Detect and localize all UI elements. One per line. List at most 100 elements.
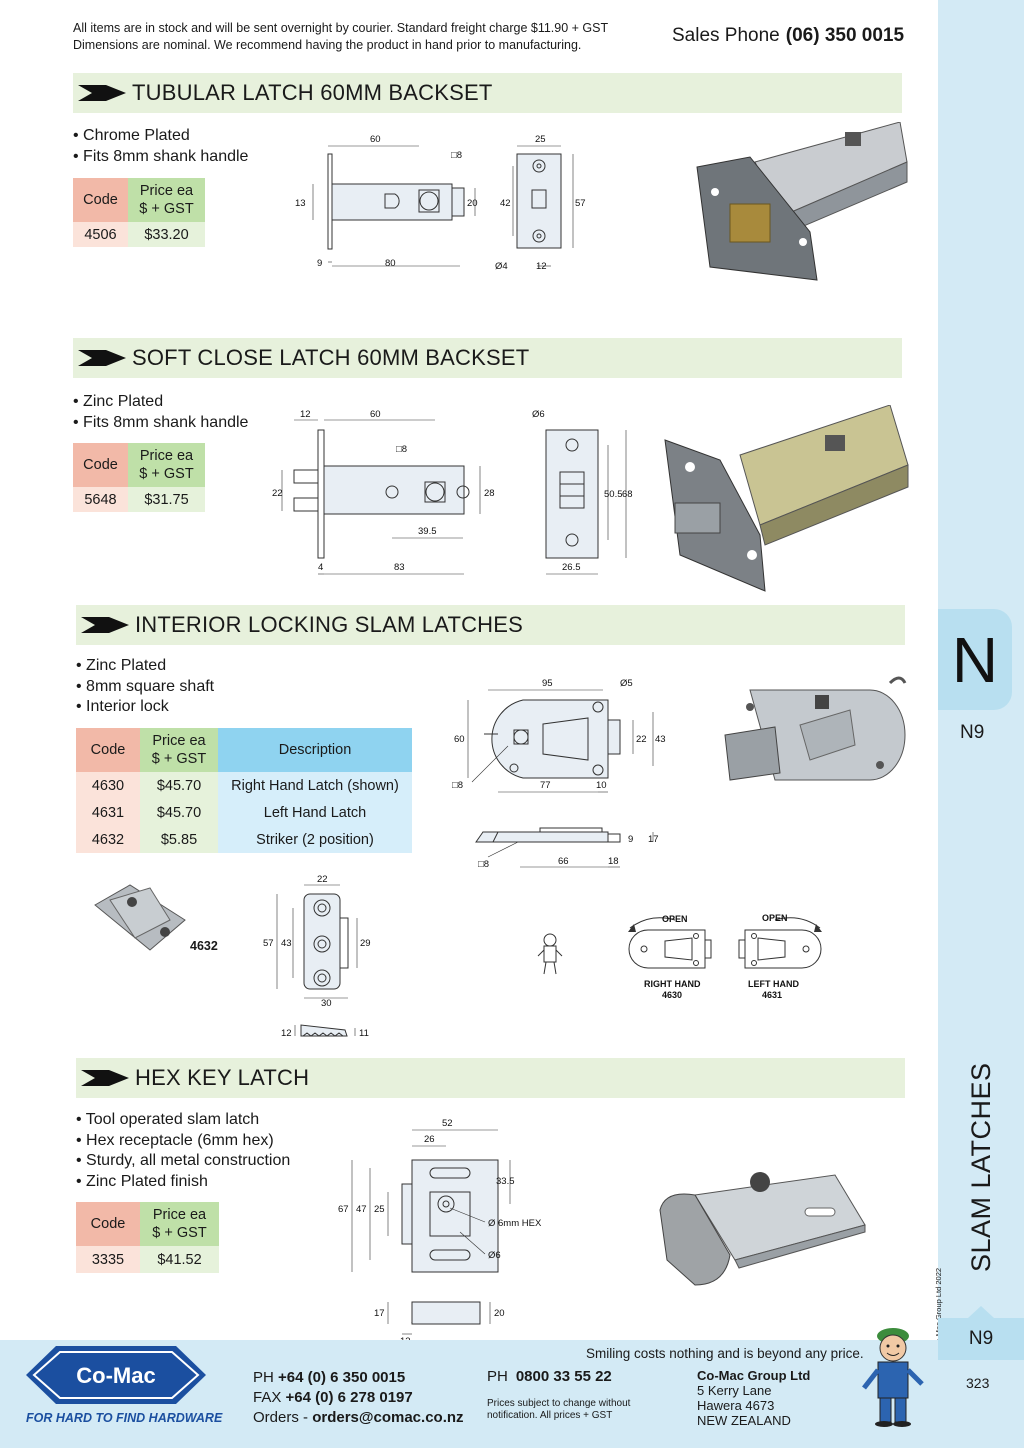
right-hand-label: RIGHT HAND bbox=[644, 979, 701, 989]
dim-label: 43 bbox=[281, 938, 292, 949]
code-header: Code bbox=[76, 728, 140, 772]
vertical-section-title: SLAM LATCHES bbox=[966, 1062, 996, 1272]
dim-label: 26.5 bbox=[562, 562, 581, 573]
striker-drawing: 22 57 43 29 30 12 11 bbox=[263, 874, 371, 1039]
dim-label: Ø5 bbox=[620, 678, 633, 689]
bullet-item: Sturdy, all metal construction bbox=[76, 1151, 290, 1172]
slogan: Smiling costs nothing and is beyond any … bbox=[586, 1346, 864, 1361]
comac-logo[interactable]: Co-Mac bbox=[24, 1342, 208, 1408]
price-cell: $5.85 bbox=[140, 826, 218, 853]
contact-block: PH +64 (0) 6 350 0015 FAX +64 (0) 6 278 … bbox=[253, 1368, 464, 1428]
table-row[interactable]: 3335 $41.52 bbox=[76, 1246, 219, 1273]
table-row[interactable]: 5648 $31.75 bbox=[73, 487, 205, 512]
section-heading-hex-key: HEX KEY LATCH bbox=[76, 1058, 905, 1098]
bullet-item: Fits 8mm shank handle bbox=[73, 413, 248, 434]
dim-label: 28 bbox=[484, 488, 495, 499]
price-header-line1: Price ea bbox=[152, 733, 206, 749]
mascot-small-icon bbox=[537, 933, 563, 975]
fax-label: FAX bbox=[253, 1389, 282, 1406]
bullet-item: Zinc Plated bbox=[73, 392, 248, 413]
dim-label: 13 bbox=[295, 198, 306, 209]
bullet-item: Zinc Plated finish bbox=[76, 1172, 290, 1193]
section-tab-code: N9 bbox=[960, 722, 985, 743]
code-cell: 4506 bbox=[73, 222, 128, 247]
code-header: Code bbox=[73, 443, 128, 487]
table-row[interactable]: 4632 $5.85 Striker (2 position) bbox=[76, 826, 412, 853]
section-tab-letter[interactable]: N bbox=[938, 609, 1012, 710]
code-cell: 3335 bbox=[76, 1246, 140, 1273]
code-header: Code bbox=[73, 178, 128, 222]
dim-label: 60 bbox=[370, 409, 381, 420]
dim-label: 25 bbox=[535, 134, 546, 145]
mascot-icon bbox=[862, 1328, 924, 1427]
dim-label: 12 bbox=[300, 409, 311, 420]
dim-label: 60 bbox=[454, 734, 465, 745]
tubular-latch-drawing: 60 □8 13 20 9 80 25 42 57 Ø4 12 bbox=[295, 134, 586, 272]
description-header: Description bbox=[218, 728, 412, 772]
hex-key-latch-photo bbox=[659, 1172, 866, 1286]
arrow-icon bbox=[78, 85, 126, 101]
price-header: Price ea$ + GST bbox=[128, 443, 205, 487]
dim-label: 18 bbox=[608, 856, 619, 867]
section-title: HEX KEY LATCH bbox=[135, 1065, 310, 1090]
dim-label: 12 bbox=[281, 1028, 292, 1039]
sales-number[interactable]: (06) 350 0015 bbox=[785, 25, 905, 46]
bullet-item: Interior lock bbox=[76, 697, 214, 718]
dim-label: 12 bbox=[536, 261, 547, 272]
bullet-item: Chrome Plated bbox=[73, 126, 248, 147]
striker-label: 4632 bbox=[190, 939, 218, 953]
open-label: OPEN bbox=[662, 914, 688, 924]
price-table: Code Price ea$ + GST 3335 $41.52 bbox=[76, 1202, 219, 1273]
arrow-icon bbox=[81, 1070, 129, 1086]
dim-label: 47 bbox=[356, 1204, 367, 1215]
soft-close-latch-photo bbox=[664, 405, 909, 592]
logo-tagline: FOR HARD TO FIND HARDWARE bbox=[26, 1411, 223, 1425]
price-cell: $45.70 bbox=[140, 772, 218, 799]
table-row[interactable]: 4506 $33.20 bbox=[73, 222, 205, 247]
code-cell: 4631 bbox=[76, 799, 140, 826]
address-line: Hawera 4673 bbox=[697, 1398, 775, 1413]
freephone-number[interactable]: 0800 33 55 22 bbox=[515, 1368, 612, 1385]
left-hand-code: 4631 bbox=[762, 990, 782, 1000]
address-block: Co-Mac Group Ltd 5 Kerry Lane Hawera 467… bbox=[697, 1368, 810, 1428]
orders-email[interactable]: orders@comac.co.nz bbox=[312, 1409, 464, 1426]
dim-label: 30 bbox=[321, 998, 332, 1009]
price-header: Price ea$ + GST bbox=[140, 1202, 219, 1246]
dim-label: 26 bbox=[424, 1134, 435, 1145]
slam-latch-drawing: 95 Ø5 60 22 43 □8 77 10 9 17 □8 66 18 bbox=[452, 678, 666, 870]
sales-label: Sales Phone bbox=[672, 25, 780, 46]
table-row[interactable]: 4631 $45.70 Left Hand Latch bbox=[76, 799, 412, 826]
notice-line-2: Dimensions are nominal. We recommend hav… bbox=[73, 38, 582, 52]
logo-text: Co-Mac bbox=[76, 1363, 155, 1388]
dim-label: 83 bbox=[394, 562, 405, 573]
dim-label: 22 bbox=[636, 734, 647, 745]
dim-label: 57 bbox=[575, 198, 586, 209]
price-table: Code Price ea$ + GST Description 4630 $4… bbox=[76, 728, 412, 853]
section-heading-interior-locking: INTERIOR LOCKING SLAM LATCHES bbox=[76, 605, 905, 645]
table-row[interactable]: 4630 $45.70 Right Hand Latch (shown) bbox=[76, 772, 412, 799]
dim-label: 33.5 bbox=[496, 1176, 515, 1187]
striker-photo bbox=[94, 884, 186, 951]
open-label: OPEN bbox=[762, 913, 788, 923]
description-cell: Striker (2 position) bbox=[218, 826, 412, 853]
description-cell: Left Hand Latch bbox=[218, 799, 412, 826]
section-title: INTERIOR LOCKING SLAM LATCHES bbox=[135, 612, 524, 637]
dim-label: 52 bbox=[442, 1118, 453, 1129]
phone-number[interactable]: +64 (0) 6 350 0015 bbox=[278, 1369, 406, 1386]
dim-label: 22 bbox=[317, 874, 328, 885]
dim-label: Ø6 bbox=[532, 409, 545, 420]
side-band bbox=[938, 0, 1024, 1448]
dim-label: 60 bbox=[370, 134, 381, 145]
dim-label: 67 bbox=[338, 1204, 349, 1215]
price-header-line1: Price ea bbox=[139, 448, 194, 464]
address-line: NEW ZEALAND bbox=[697, 1413, 791, 1428]
bullet-item: Fits 8mm shank handle bbox=[73, 147, 248, 168]
hex-key-latch-drawing: 52 26 33.5 67 47 25 Ø 6mm HEX Ø6 17 20 1… bbox=[338, 1118, 542, 1347]
orders-label: Orders - bbox=[253, 1409, 309, 1426]
dim-label: 77 bbox=[540, 780, 551, 791]
price-header-line2: $ + GST bbox=[139, 201, 194, 217]
code-cell: 4632 bbox=[76, 826, 140, 853]
price-cell: $33.20 bbox=[128, 222, 205, 247]
description-cell: Right Hand Latch (shown) bbox=[218, 772, 412, 799]
